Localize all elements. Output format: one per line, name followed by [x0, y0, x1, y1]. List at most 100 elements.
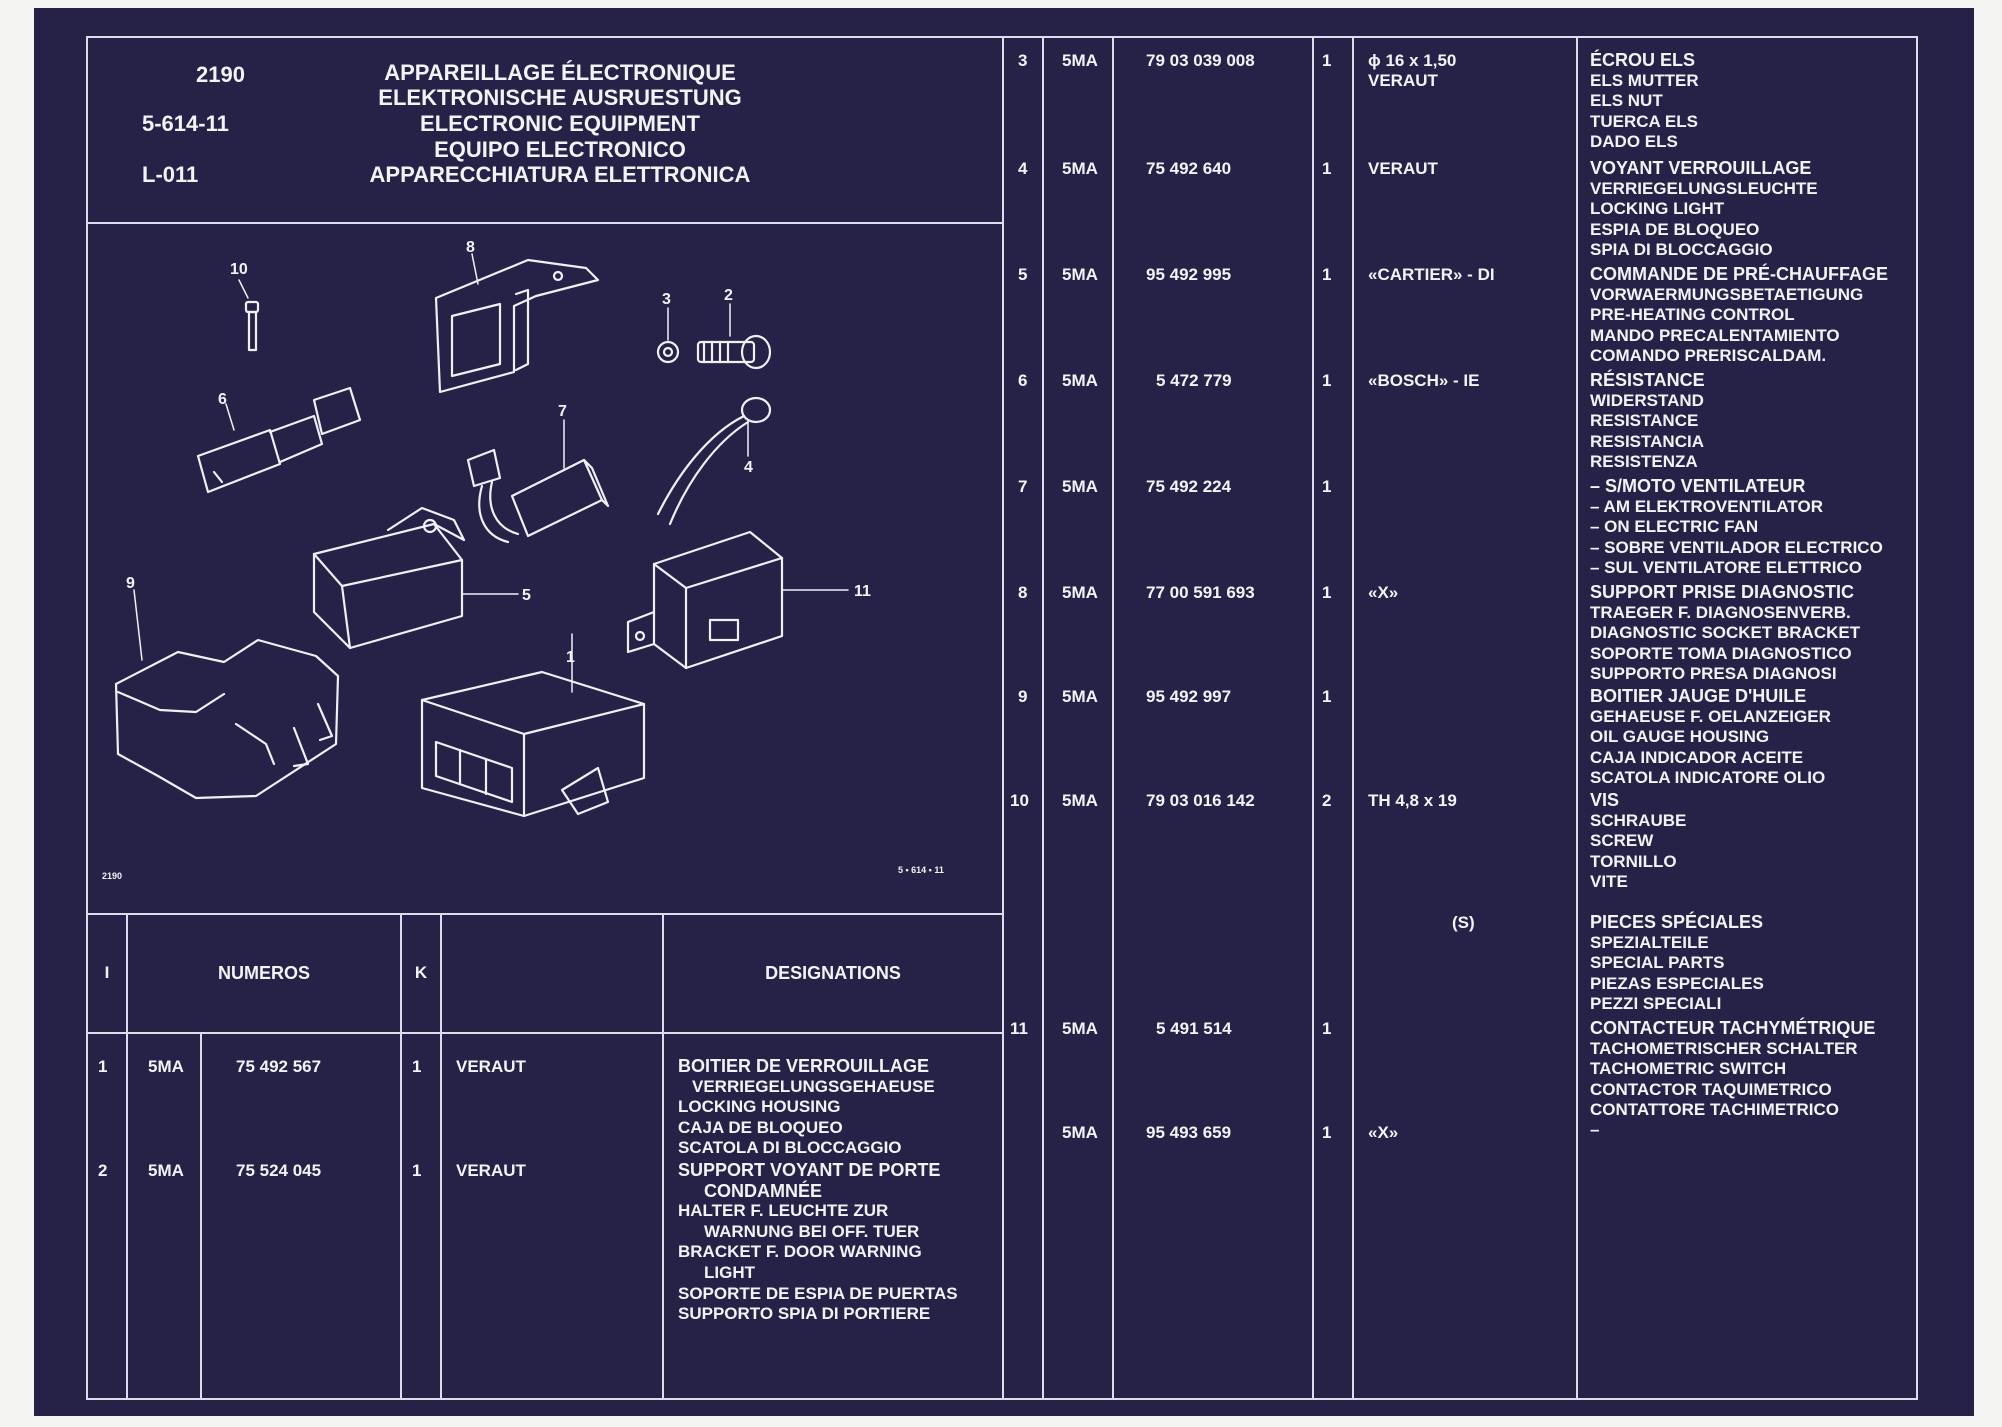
callout-3: 3: [662, 291, 671, 308]
part-designation: ÉCROU ELS ELS MUTTER ELS NUT TUERCA ELS …: [1590, 50, 1699, 152]
col-header-designations: DESIGNATIONS: [765, 963, 901, 983]
part-designation: – S/MOTO VENTILATEUR – AM ELEKTROVENTILA…: [1590, 476, 1883, 578]
part-number: 79 03 016 142: [1146, 791, 1255, 810]
part-prefix: 5MA: [148, 1057, 184, 1076]
callout-4: 4: [744, 459, 753, 476]
item-number: 9: [1018, 687, 1028, 706]
part-prefix: 5MA: [1062, 159, 1098, 178]
part-number: 75 492 567: [236, 1057, 322, 1076]
illustration-corner-left: 2190: [102, 871, 123, 881]
item-number: 7: [1018, 477, 1028, 496]
fitting-note: «X»: [1368, 583, 1399, 602]
title-en: ELECTRONIC EQUIPMENT: [420, 111, 700, 136]
title-fr: APPAREILLAGE ÉLECTRONIQUE: [384, 60, 736, 85]
illustration-corner-right: 5 • 614 • 11: [898, 865, 944, 875]
fitting-note: VERAUT: [456, 1057, 526, 1076]
callout-6: 6: [218, 391, 227, 408]
part-number: 5 491 514: [1156, 1019, 1232, 1038]
part-number: 79 03 039 008: [1146, 51, 1255, 70]
quantity: 2: [1322, 791, 1332, 810]
fitting-note: ϕ 16 x 1,50: [1368, 51, 1457, 70]
bolt-part-2: [696, 303, 772, 370]
part-prefix: 5MA: [1062, 265, 1098, 284]
page-code: 2190: [196, 62, 245, 87]
quantity: 1: [1322, 1019, 1332, 1038]
nut-part-3: [656, 307, 680, 364]
part-designation: PIECES SPÉCIALES SPEZIALTEILE SPECIAL PA…: [1590, 912, 1764, 1014]
part-number: 95 492 997: [1146, 687, 1232, 706]
bracket-part-8: [434, 253, 600, 394]
quantity: 1: [1322, 583, 1332, 602]
callout-8: 8: [466, 239, 475, 256]
quantity: 1: [1322, 1123, 1332, 1142]
part-designation: SUPPORT PRISE DIAGNOSTIC TRAEGER F. DIAG…: [1590, 582, 1861, 684]
item-number: 8: [1018, 583, 1028, 602]
part-number: 75 492 640: [1146, 159, 1232, 178]
part-prefix: 5MA: [1062, 1019, 1098, 1038]
part-number: 75 492 224: [1146, 477, 1232, 496]
part-prefix: 5MA: [1062, 477, 1098, 496]
part-number: 95 492 995: [1146, 265, 1232, 284]
part-designation: CONTACTEUR TACHYMÉTRIQUE TACHOMETRISCHER…: [1590, 1018, 1876, 1120]
title-es: EQUIPO ELECTRONICO: [434, 137, 686, 162]
fitting-note: «CARTIER» - DI: [1368, 265, 1495, 284]
control-box-part-5: [312, 506, 519, 650]
quantity: 1: [1322, 371, 1332, 390]
sensor-part-4: [656, 396, 772, 526]
part-prefix: 5MA: [1062, 687, 1098, 706]
part-designation: BOITIER DE VERROUILLAGE VERRIEGELUNGSGEH…: [678, 1056, 935, 1158]
quantity: 1: [412, 1161, 422, 1180]
exploded-parts-illustration: 10 8 3 2 6 7 4 9 5 11 1: [114, 239, 871, 818]
quantity: 1: [1322, 51, 1332, 70]
fitting-note: TH 4,8 x 19: [1368, 791, 1457, 810]
resistor-part-6: [196, 386, 362, 494]
callout-1: 1: [566, 649, 575, 666]
relay-part-7: [466, 419, 610, 544]
quantity: 1: [1322, 265, 1332, 284]
part-prefix: 5MA: [1062, 1123, 1098, 1142]
title-de: ELEKTRONISCHE AUSRUESTUNG: [378, 85, 742, 110]
fitting-note: «BOSCH» - IE: [1368, 371, 1480, 390]
part-prefix: 5MA: [1062, 51, 1098, 70]
part-designation: SUPPORT VOYANT DE PORTE CONDAMNÉE HALTER…: [678, 1160, 958, 1324]
quantity: 1: [412, 1057, 422, 1076]
part-prefix: 5MA: [148, 1161, 184, 1180]
item-number: 11: [1010, 1019, 1028, 1038]
tacho-switch-part-11: [626, 530, 849, 670]
item-number: 5: [1018, 265, 1028, 284]
screw-part-10: [238, 279, 260, 352]
parts-sheet: [34, 8, 1974, 1416]
part-designation: VIS SCHRAUBE SCREW TORNILLO VITE: [1590, 790, 1687, 892]
callout-7: 7: [558, 403, 567, 420]
part-designation: –: [1590, 1120, 1600, 1139]
fitting-note: VERAUT: [1368, 159, 1438, 178]
col-header-k: K: [414, 963, 428, 982]
item-number: 10: [1010, 791, 1029, 810]
page-ref: 5-614-11: [142, 111, 229, 136]
item-number: 3: [1018, 51, 1028, 70]
item-number: 6: [1018, 371, 1028, 390]
part-designation: BOITIER JAUGE D'HUILE GEHAEUSE F. OELANZ…: [1590, 686, 1831, 788]
quantity: 1: [1322, 159, 1332, 178]
col-header-i: I: [104, 963, 110, 982]
item-number: 1: [98, 1057, 108, 1076]
part-number: 95 493 659: [1146, 1123, 1232, 1142]
fitting-note: «X»: [1368, 1123, 1399, 1142]
callout-5: 5: [522, 587, 531, 604]
locking-housing-part-1: [420, 633, 646, 818]
quantity: 1: [1322, 477, 1332, 496]
quantity: 1: [1322, 687, 1332, 706]
oil-gauge-housing-part-9: [114, 589, 340, 800]
fitting-note-2: VERAUT: [1368, 71, 1438, 90]
part-prefix: 5MA: [1062, 371, 1098, 390]
part-number: 5 472 779: [1156, 371, 1232, 390]
callout-11: 11: [854, 583, 871, 600]
part-prefix: 5MA: [1062, 583, 1098, 602]
col-header-numeros: NUMEROS: [217, 963, 310, 983]
callout-2: 2: [724, 287, 733, 304]
part-designation: RÉSISTANCE WIDERSTAND RESISTANCE RESISTA…: [1590, 370, 1705, 472]
title-it: APPARECCHIATURA ELETTRONICA: [369, 162, 751, 187]
callout-10: 10: [230, 261, 248, 278]
fitting-note: VERAUT: [456, 1161, 526, 1180]
part-number: 75 524 045: [236, 1161, 322, 1180]
